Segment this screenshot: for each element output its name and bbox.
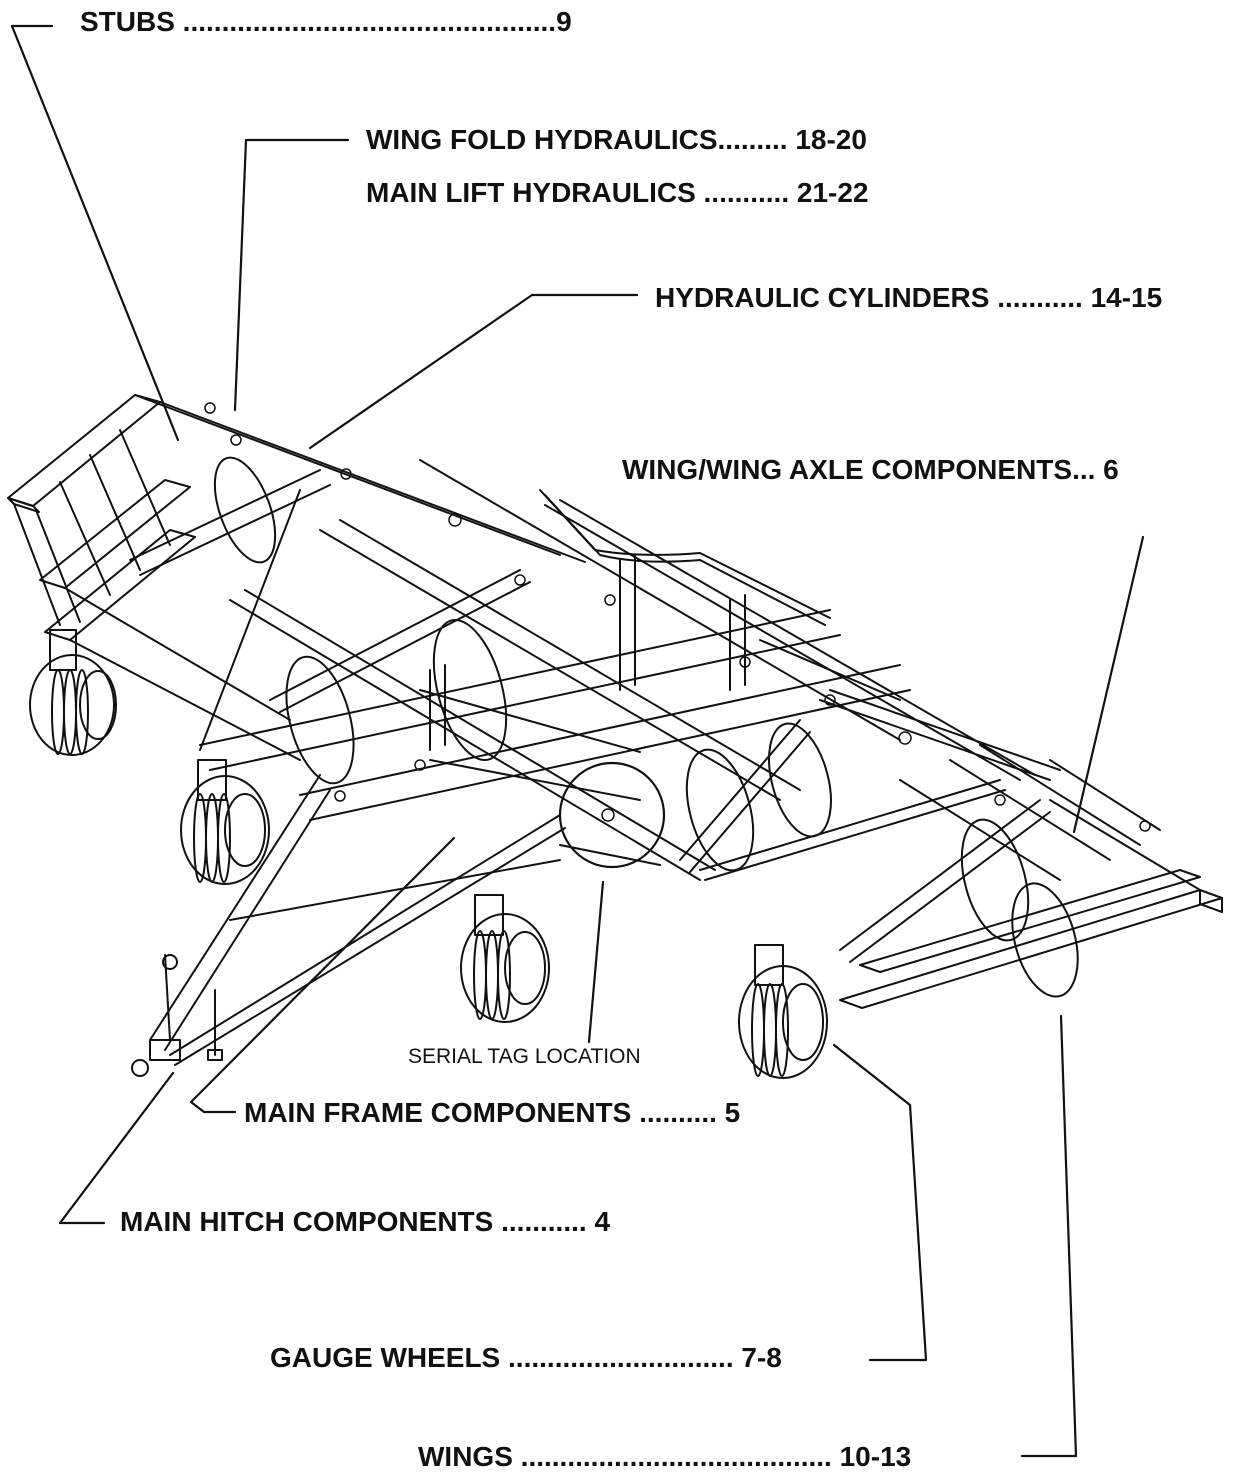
leader-serial-tag	[587, 880, 605, 1044]
leader-wings	[1020, 1014, 1078, 1458]
leader-wing-axle	[1072, 535, 1145, 834]
hitch	[131, 774, 566, 1077]
callout-wing-axle-components: WING/WING AXLE COMPONENTS... 6	[622, 454, 1119, 485]
leader-main-hitch	[58, 1071, 175, 1225]
callout-main-frame-components: MAIN FRAME COMPONENTS .......... 5	[244, 1097, 741, 1128]
callout-main-hitch-components: MAIN HITCH COMPONENTS ........... 4	[120, 1206, 611, 1237]
callout-hydraulic-cylinders: HYDRAULIC CYLINDERS ........... 14-15	[655, 282, 1163, 313]
leader-gauge-wheels	[832, 1043, 928, 1362]
leader-cylinders	[308, 293, 639, 450]
callout-serial-tag-location: SERIAL TAG LOCATION	[408, 1045, 641, 1068]
callout-wing-fold-hydraulics: WING FOLD HYDRAULICS......... 18-20	[366, 124, 867, 155]
main-frame	[199, 459, 1036, 881]
callout-gauge-wheels: GAUGE WHEELS ...........................…	[270, 1342, 782, 1373]
right-wing-frame	[699, 639, 1223, 1009]
callout-stubs: STUBS ..................................…	[80, 6, 572, 37]
bolt-details	[204, 402, 1151, 832]
leader-stubs	[10, 24, 180, 442]
leader-hydraulics	[233, 138, 350, 412]
serial-tag-circle	[558, 761, 666, 869]
leader-main-frame	[189, 836, 456, 1114]
cylinders	[129, 469, 1051, 963]
left-wing-frame	[7, 394, 586, 761]
callout-wings: WINGS ..................................…	[418, 1441, 912, 1472]
leader-lines	[10, 24, 1145, 1458]
gauge-wheels	[29, 629, 828, 1079]
disc-blades	[213, 456, 1079, 998]
handrail	[544, 494, 826, 626]
callout-main-lift-hydraulics: MAIN LIFT HYDRAULICS ........... 21-22	[366, 177, 869, 208]
